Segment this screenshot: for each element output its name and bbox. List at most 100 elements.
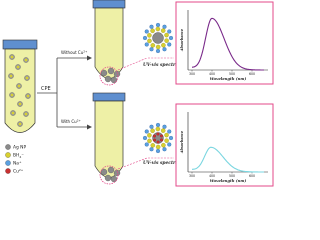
borohydride-ion: [164, 38, 169, 43]
tube-without-cu-body: [94, 7, 124, 79]
initial-tube: [2, 39, 38, 133]
borohydride-shell: [10, 93, 14, 97]
borohydride-shell: [9, 74, 13, 78]
sodium-ion: [144, 142, 149, 147]
without-cu-label: Without Cu2+: [61, 49, 88, 55]
borohydride-ion: [150, 43, 156, 48]
x-tick-label: 600: [249, 72, 255, 76]
borohydride-ion: [147, 138, 152, 144]
sodium-ion: [155, 148, 161, 154]
x-tick-label: 400: [209, 174, 215, 178]
sodium-ion: [162, 147, 167, 152]
borohydride-ion: [155, 26, 161, 32]
sodium-ion: [155, 122, 161, 128]
sodium-ion: [162, 124, 167, 129]
absorbance-curve: [192, 146, 264, 173]
x-tick-label: 300: [189, 72, 195, 76]
x-tick-label: 600: [249, 174, 255, 178]
sodium-ion: [149, 24, 154, 29]
sodium-ion: [149, 124, 154, 129]
borohydride-shell: [26, 94, 30, 98]
cpe-branch-arrows: [37, 55, 92, 130]
tube-without-cu: [92, 0, 126, 86]
x-axis-label: Wavelength (nm): [210, 178, 247, 183]
legend-swatch: [5, 160, 11, 166]
borohydride-ion: [150, 128, 155, 134]
with-cu-label: With Cu2+: [61, 118, 81, 124]
x-tick-label: 500: [229, 72, 235, 76]
caption-top: UV-vis spectra: [143, 63, 178, 68]
y-axis-label: Absorbance: [180, 130, 184, 154]
legend-label: BH4−: [13, 152, 24, 159]
borohydride-ion: [147, 33, 152, 38]
legend-label: Cu2+: [13, 168, 24, 175]
sodium-ion: [144, 42, 149, 47]
legend-swatch: [5, 144, 11, 150]
borohydride-shell: [11, 111, 15, 115]
borohydride-ion: [147, 38, 152, 44]
sodium-ion: [149, 147, 154, 152]
cpe-diagram: CPE Without Cu2+ With Cu2+: [2, 0, 274, 187]
sodium-ion: [167, 29, 172, 34]
borohydride-ion: [161, 142, 166, 148]
copper-ion: [156, 140, 160, 144]
initial-tube-body: [4, 48, 36, 133]
absorbance-curve: [192, 17, 264, 71]
tube-with-cu-cap: [92, 92, 126, 102]
borohydride-ion: [160, 128, 166, 133]
x-tick-label: 500: [229, 174, 235, 178]
sodium-ion: [168, 135, 174, 141]
ag-nanoparticle-core: [152, 32, 164, 44]
borohydride-ion: [164, 132, 169, 138]
copper-ion: [156, 132, 160, 136]
sodium-ion: [168, 35, 174, 41]
borohydride-ion: [155, 126, 161, 132]
borohydride-shell: [17, 84, 21, 88]
sodium-ion: [155, 22, 161, 28]
legend-label: Ag NP: [13, 145, 26, 151]
surfactant-rich-phase-bottom: [100, 166, 121, 183]
borohydride-ion: [164, 138, 169, 143]
copper-ion: [160, 138, 164, 142]
legend-label: Na+: [13, 160, 22, 167]
tube-with-cu: [92, 92, 126, 185]
sodium-ion: [142, 35, 148, 41]
sodium-ion: [167, 42, 172, 47]
copper-ion: [153, 138, 157, 142]
borohydride-ion: [150, 28, 155, 34]
arrowhead-top: [87, 55, 92, 61]
initial-tube-particles: [8, 54, 31, 127]
spectra-connectors: [117, 57, 174, 170]
sodium-ion: [149, 47, 154, 52]
borohydride-ion: [155, 144, 161, 150]
borohydride-shell: [18, 102, 22, 106]
sodium-ion: [144, 129, 149, 134]
agnp-cluster-without-cu: [142, 22, 174, 54]
borohydride-shell: [24, 112, 28, 116]
sodium-ion: [162, 24, 167, 29]
highlight-circle-top: [99, 66, 119, 86]
copper-ion: [159, 134, 163, 138]
caption-bottom: UV-vis spectra: [143, 161, 178, 166]
borohydride-shell: [18, 122, 22, 126]
borohydride-shell: [16, 65, 20, 69]
x-tick-label: 300: [189, 174, 195, 178]
borohydride-shell: [24, 58, 28, 62]
tube-without-cu-cap: [92, 0, 126, 9]
agnp-cluster-with-cu: [142, 122, 174, 154]
borohydride-ion: [155, 44, 161, 50]
tube-with-cu-body: [94, 100, 124, 178]
borohydride-ion: [147, 133, 152, 138]
borohydride-ion: [150, 143, 156, 148]
legend-swatch: [5, 152, 11, 158]
x-axis-label: Wavelength (nm): [210, 76, 247, 81]
sodium-ion: [155, 48, 161, 54]
sodium-ion: [162, 47, 167, 52]
sodium-ion: [167, 142, 172, 147]
x-tick-label: 400: [209, 72, 215, 76]
surfactant-rich-phase-top: [100, 67, 121, 84]
sodium-ion: [144, 29, 149, 34]
